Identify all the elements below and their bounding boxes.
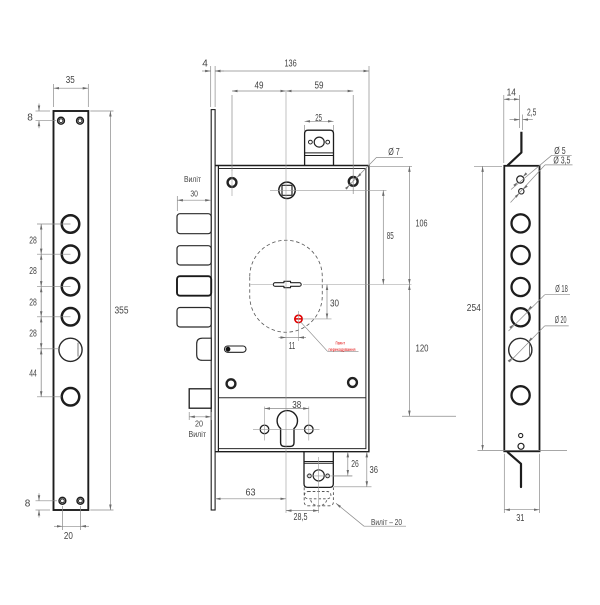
svg-text:106: 106 xyxy=(416,219,428,230)
svg-text:28: 28 xyxy=(29,297,37,308)
svg-text:Гвинт: Гвинт xyxy=(336,341,346,346)
svg-text:136: 136 xyxy=(284,59,297,70)
svg-text:Виліт: Виліт xyxy=(184,175,201,184)
svg-text:35: 35 xyxy=(66,75,75,86)
svg-text:4: 4 xyxy=(202,59,208,70)
svg-text:49: 49 xyxy=(255,80,264,91)
svg-text:63: 63 xyxy=(246,488,256,499)
svg-text:254: 254 xyxy=(467,303,481,314)
svg-text:8: 8 xyxy=(27,112,33,123)
svg-text:Ø 5: Ø 5 xyxy=(554,146,566,157)
svg-text:14: 14 xyxy=(507,87,517,98)
svg-text:28: 28 xyxy=(29,236,37,247)
svg-text:Ø 3,5: Ø 3,5 xyxy=(553,155,570,166)
svg-text:59: 59 xyxy=(315,80,324,91)
svg-text:120: 120 xyxy=(416,344,429,355)
svg-text:355: 355 xyxy=(115,306,129,317)
svg-text:26: 26 xyxy=(351,459,359,470)
svg-text:44: 44 xyxy=(29,369,37,380)
svg-text:30: 30 xyxy=(190,190,198,199)
svg-text:Виліт: Виліт xyxy=(189,430,207,439)
svg-text:31: 31 xyxy=(516,513,525,524)
svg-text:30: 30 xyxy=(330,298,339,309)
svg-text:2,5: 2,5 xyxy=(527,107,537,118)
svg-text:20: 20 xyxy=(195,420,204,429)
svg-text:Ø 20: Ø 20 xyxy=(555,315,567,326)
svg-text:38: 38 xyxy=(292,400,301,411)
svg-text:28: 28 xyxy=(29,266,37,277)
svg-text:8: 8 xyxy=(25,499,31,510)
svg-text:20: 20 xyxy=(64,531,73,542)
svg-text:Виліт – 20: Виліт – 20 xyxy=(371,518,403,527)
svg-text:перекодування: перекодування xyxy=(329,347,356,352)
svg-text:28,5: 28,5 xyxy=(294,512,308,523)
svg-text:28: 28 xyxy=(29,328,37,339)
svg-text:85: 85 xyxy=(387,231,394,242)
svg-text:Ø 18: Ø 18 xyxy=(555,284,568,295)
svg-text:25: 25 xyxy=(315,113,322,124)
svg-text:Ø 7: Ø 7 xyxy=(388,147,400,158)
svg-text:36: 36 xyxy=(370,465,379,476)
svg-text:11: 11 xyxy=(289,341,296,352)
